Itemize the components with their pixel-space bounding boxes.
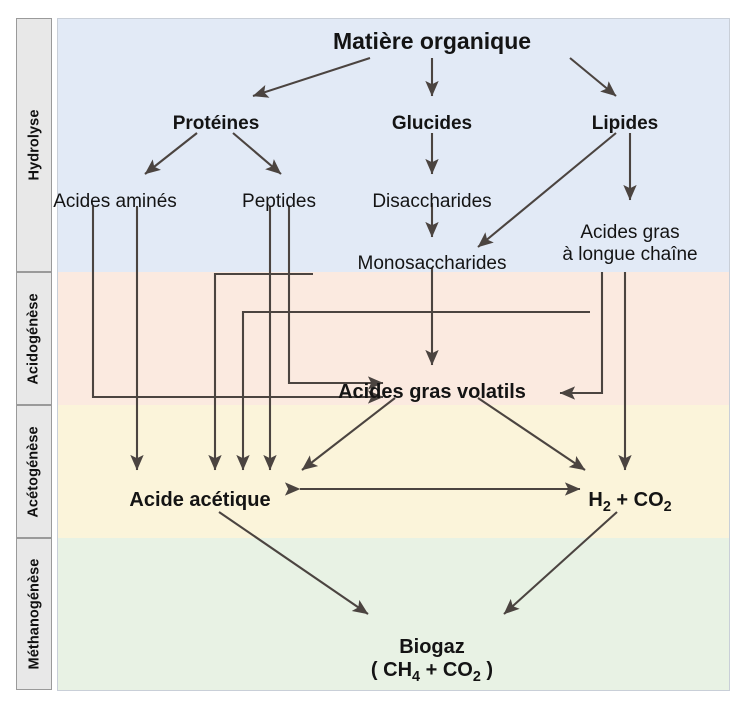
stage-label-text: Acidogénèse bbox=[26, 292, 43, 385]
stage-label-1: Acidogénèse bbox=[16, 272, 52, 405]
edge-proteines-to-acides-amines bbox=[144, 132, 198, 175]
biogaz-line-1: Biogaz bbox=[399, 636, 465, 658]
stage-band-0 bbox=[58, 18, 729, 272]
node-acides-gras-volatils: Acides gras volatils bbox=[338, 381, 526, 403]
edge-lipides-to-monosaccharides bbox=[477, 132, 617, 248]
biogaz-line-2: ( CH4 + CO2 ) bbox=[370, 659, 494, 686]
stage-band-1 bbox=[58, 272, 729, 405]
stage-bands bbox=[58, 18, 729, 690]
stage-band-2 bbox=[58, 405, 729, 538]
edge-monosaccharides-to-acide-acetique bbox=[208, 272, 313, 471]
edge-agchaine-to-acide-acetique bbox=[236, 310, 590, 471]
stage-label-2: Acétogénèse bbox=[16, 405, 52, 538]
stage-band-3 bbox=[58, 538, 729, 690]
node-h2-co2: H2 + CO2 bbox=[588, 489, 672, 515]
node-glucides: Glucides bbox=[391, 113, 473, 134]
edge-agv-to-h2co2 bbox=[477, 397, 586, 471]
edge-layer bbox=[91, 57, 637, 615]
h2-co2-text: H2 + CO2 bbox=[588, 489, 672, 515]
stage-label-text: Hydrolyse bbox=[26, 109, 43, 181]
node-monosaccharides: Monosaccharides bbox=[357, 253, 507, 274]
node-proteines: Protéines bbox=[172, 113, 260, 134]
node-acides-amines: Acides aminés bbox=[53, 191, 177, 212]
stage-label-3: Méthanogénèse bbox=[16, 538, 52, 690]
node-lipides: Lipides bbox=[591, 113, 659, 134]
node-acides-gras-longue-chaine: Acides gras à longue chaîne bbox=[562, 222, 697, 266]
node-peptides: Peptides bbox=[242, 191, 316, 212]
node-biogaz: Biogaz ( CH4 + CO2 ) bbox=[370, 636, 494, 686]
node-line-2: à longue chaîne bbox=[562, 244, 698, 266]
edge-agchaine-to-agv bbox=[559, 272, 604, 400]
edge-matiere-to-proteines bbox=[252, 57, 371, 98]
edge-proteines-to-peptides bbox=[232, 132, 282, 175]
node-acide-acetique: Acide acétique bbox=[129, 489, 271, 511]
node-line-1: Acides gras bbox=[580, 222, 680, 243]
edge-matiere-to-lipides bbox=[569, 57, 617, 97]
edge-acides-amines-to-agv bbox=[91, 206, 384, 404]
stage-label-0: Hydrolyse bbox=[16, 18, 52, 272]
edge-acide-acetique-to-biogaz bbox=[218, 511, 369, 615]
edge-peptides-to-agv bbox=[287, 206, 384, 390]
edge-agv-to-acide-acetique bbox=[301, 397, 396, 471]
diagram-frame bbox=[57, 18, 730, 691]
node-disaccharides: Disaccharides bbox=[372, 191, 492, 212]
node-matiere-organique: Matière organique bbox=[332, 28, 532, 54]
edge-h2co2-to-biogaz bbox=[503, 511, 618, 615]
stage-label-text: Acétogénèse bbox=[26, 425, 43, 518]
stage-label-text: Méthanogénèse bbox=[26, 558, 43, 670]
